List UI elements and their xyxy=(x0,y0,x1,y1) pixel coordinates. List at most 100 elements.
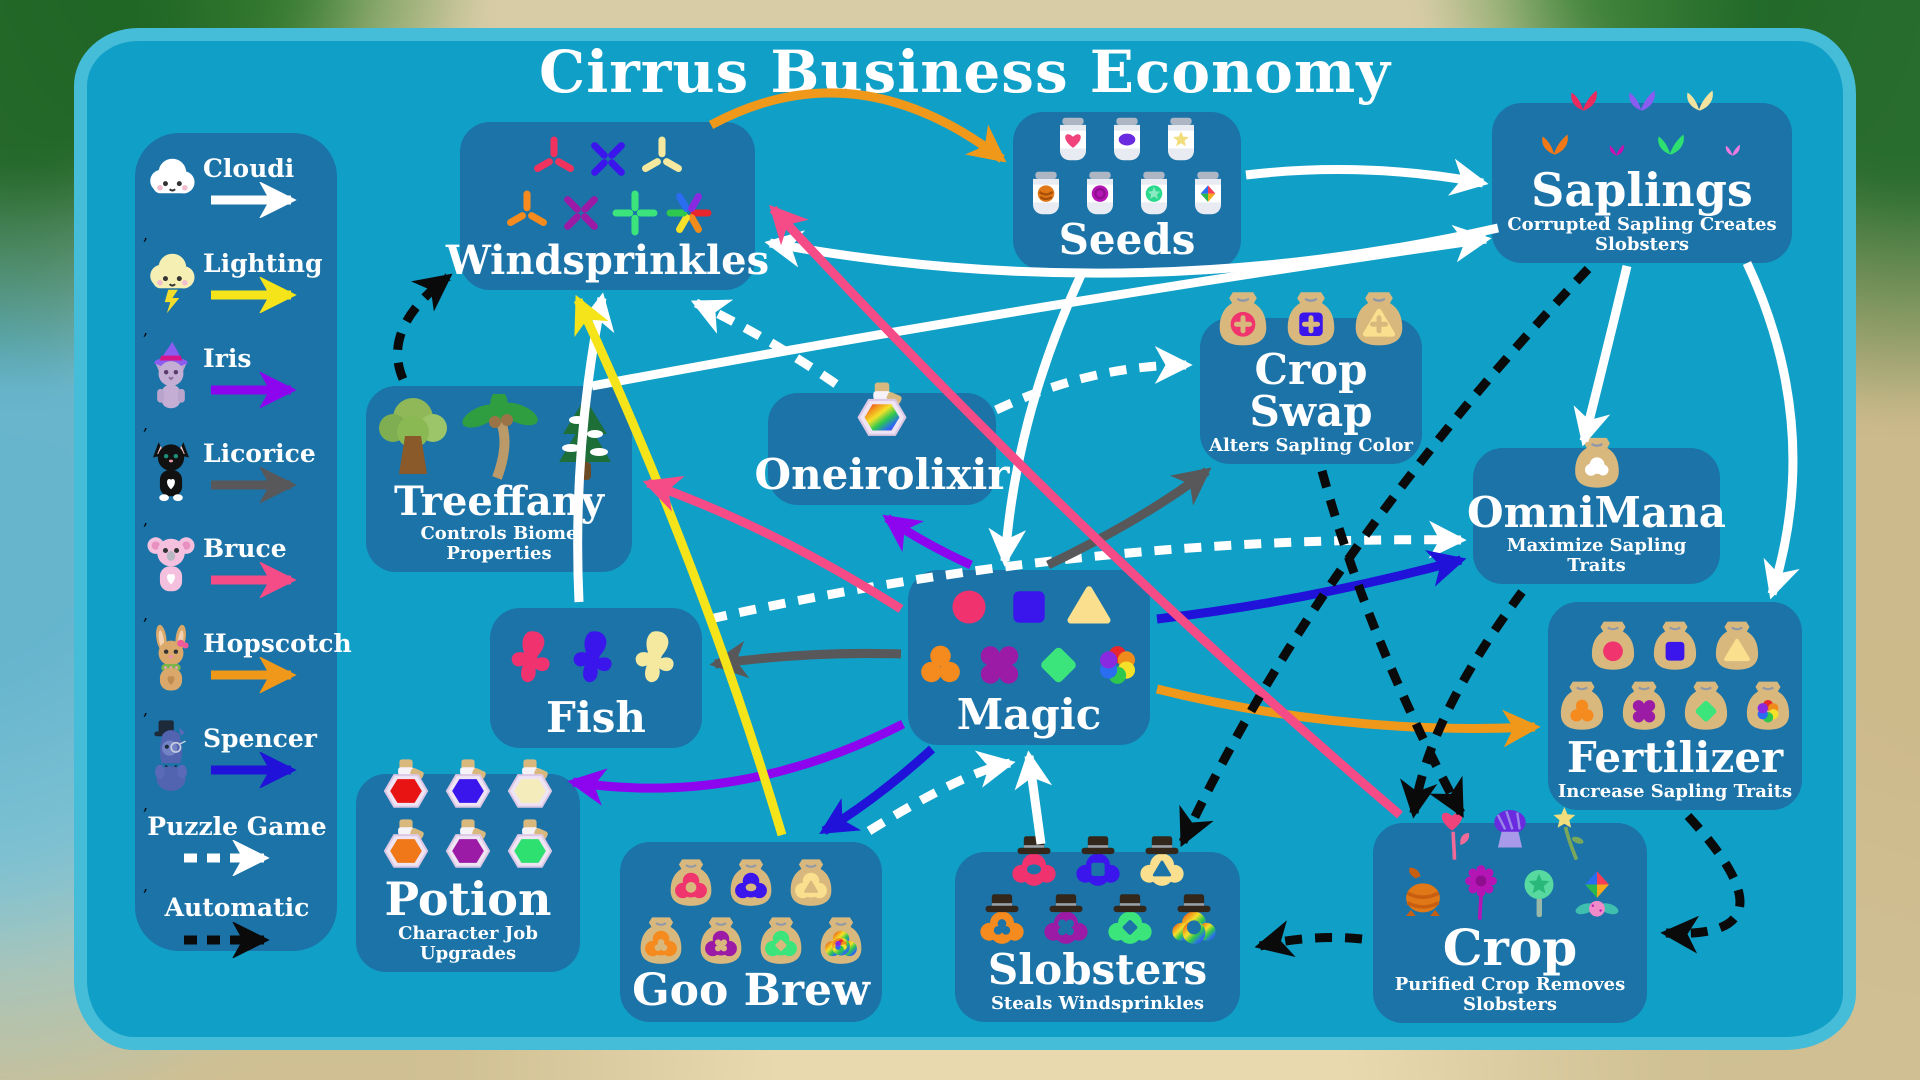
bag-quat-icon xyxy=(1622,681,1666,730)
jar-gem-icon xyxy=(1195,171,1221,215)
bag-swirl-icon xyxy=(1746,681,1790,730)
pine-icon xyxy=(559,397,611,480)
spin-icon xyxy=(506,190,547,226)
icon-row xyxy=(1019,167,1235,219)
legend-character xyxy=(143,244,201,320)
legend-character xyxy=(143,434,201,510)
jar-heart-icon xyxy=(1060,117,1086,161)
node-title: Saplings xyxy=(1531,162,1753,217)
icon-row xyxy=(961,893,1234,949)
node-subtitle: Steals Windsprinkles xyxy=(990,993,1205,1015)
legend-arrow xyxy=(203,372,325,409)
icon-row xyxy=(1019,113,1235,165)
legend-arrow xyxy=(203,277,325,314)
node-title: Fertilizer xyxy=(1566,733,1784,783)
arrow-goobrew-to-magic xyxy=(866,750,1016,835)
potion-icon xyxy=(383,758,429,808)
legend-arrow xyxy=(176,921,298,958)
node-title: Treeffany xyxy=(394,477,604,525)
potion-icon xyxy=(507,758,553,808)
arrow-omnimana-to-crop xyxy=(1399,589,1526,819)
slob-trefoil-icon xyxy=(979,894,1024,945)
fish-icons xyxy=(496,616,696,697)
crop-dahlia-icon xyxy=(1465,865,1497,920)
sprout-icon xyxy=(1629,90,1655,111)
fish-icon xyxy=(511,630,550,682)
node-subtitle: Purified Crop Removes Slobsters xyxy=(1394,974,1626,1016)
omnimana-icons xyxy=(1479,430,1714,492)
icon-row xyxy=(961,835,1234,891)
shape-quat-icon xyxy=(980,646,1019,684)
spin-icon xyxy=(666,192,711,233)
legend-entry-iris: Iris xyxy=(143,339,329,415)
legend-character xyxy=(143,624,201,700)
arrow-oneirolixir-to-cropswap xyxy=(994,346,1193,415)
spin-icon xyxy=(533,136,574,172)
node-subtitle: Controls Biome Properties xyxy=(420,523,578,565)
legend-arrow xyxy=(203,182,325,219)
arrow-magic-to-fertilizer xyxy=(1155,684,1541,748)
node-subtitle: Increase Sapling Traits xyxy=(1557,781,1793,803)
windsprinkles-icons xyxy=(466,130,749,241)
icon-row xyxy=(1498,125,1786,167)
legend-label: Spencer xyxy=(203,723,317,753)
arrow-cropswap-to-crop xyxy=(1317,469,1465,818)
potion-icons xyxy=(362,758,574,876)
crop-globetree-icon xyxy=(1524,870,1554,918)
bag-cloud-icon xyxy=(1574,437,1619,488)
node-windsprinkles: Windsprinkles xyxy=(446,122,769,290)
goo-quat-icon xyxy=(700,916,742,964)
legend-character xyxy=(143,339,201,415)
icon-row xyxy=(362,758,574,816)
character-cloudi-icon xyxy=(150,158,195,194)
jar-globe-icon xyxy=(1141,171,1167,215)
potion-icon xyxy=(507,818,553,868)
legend-arrow-black-dashed xyxy=(184,921,270,958)
shape-circle-icon xyxy=(952,590,986,624)
icon-row xyxy=(914,579,1144,635)
icon-row xyxy=(466,133,749,185)
fish-icon xyxy=(635,630,674,682)
legend-character xyxy=(143,719,201,795)
jar-rose-icon xyxy=(1087,171,1113,215)
icon-row xyxy=(372,393,626,482)
icon-row xyxy=(1554,615,1796,673)
bag-plus-tri-icon xyxy=(1355,291,1403,345)
spin-icon xyxy=(612,190,657,236)
bag-square-icon xyxy=(1653,621,1697,670)
arrow-fertilizer-to-crop xyxy=(1660,812,1745,954)
bag-plus-square-icon xyxy=(1287,291,1335,345)
node-seeds: Seeds xyxy=(1013,112,1241,270)
icon-row xyxy=(626,853,876,909)
node-subtitle: Alters Sapling Color xyxy=(1209,435,1413,457)
bag-circle-icon xyxy=(1591,621,1635,670)
icon-row xyxy=(1206,285,1416,349)
crop-icons xyxy=(1379,804,1641,922)
legend-entry-hopscotch: Hopscotch xyxy=(143,624,352,700)
legend-label: Hopscotch xyxy=(203,628,352,658)
character-bruce-icon xyxy=(147,537,195,592)
goo-brew-icons xyxy=(626,850,876,969)
icon-row xyxy=(362,818,574,876)
node-title: Windsprinkles xyxy=(445,237,770,285)
icon-row xyxy=(1379,864,1641,922)
node-title: Potion xyxy=(384,871,552,926)
legend-entry-spencer: Spencer xyxy=(143,719,329,795)
node-title: Magic xyxy=(956,690,1102,740)
character-licorice-icon xyxy=(153,442,189,502)
node-title: Goo Brew xyxy=(632,965,870,1017)
arrow-magic-to-fish xyxy=(709,640,902,679)
icon-row xyxy=(1479,431,1714,491)
legend-entry-automatic: Automatic xyxy=(143,894,329,958)
fish-icon xyxy=(573,630,612,682)
icon-row xyxy=(1554,675,1796,733)
node-title: Oneirolixir xyxy=(754,450,1010,500)
arrow-saplings-to-omnimana xyxy=(1573,264,1632,447)
bag-diamond-icon xyxy=(1684,681,1728,730)
sprout-icon xyxy=(1571,90,1597,111)
icon-row xyxy=(466,187,749,239)
crop-gemflower-icon xyxy=(1575,871,1619,917)
node-subtitle: Character Job Upgrades xyxy=(398,923,538,965)
bag-plus-circle-icon xyxy=(1219,291,1267,345)
slob-tri-icon xyxy=(1139,836,1184,887)
